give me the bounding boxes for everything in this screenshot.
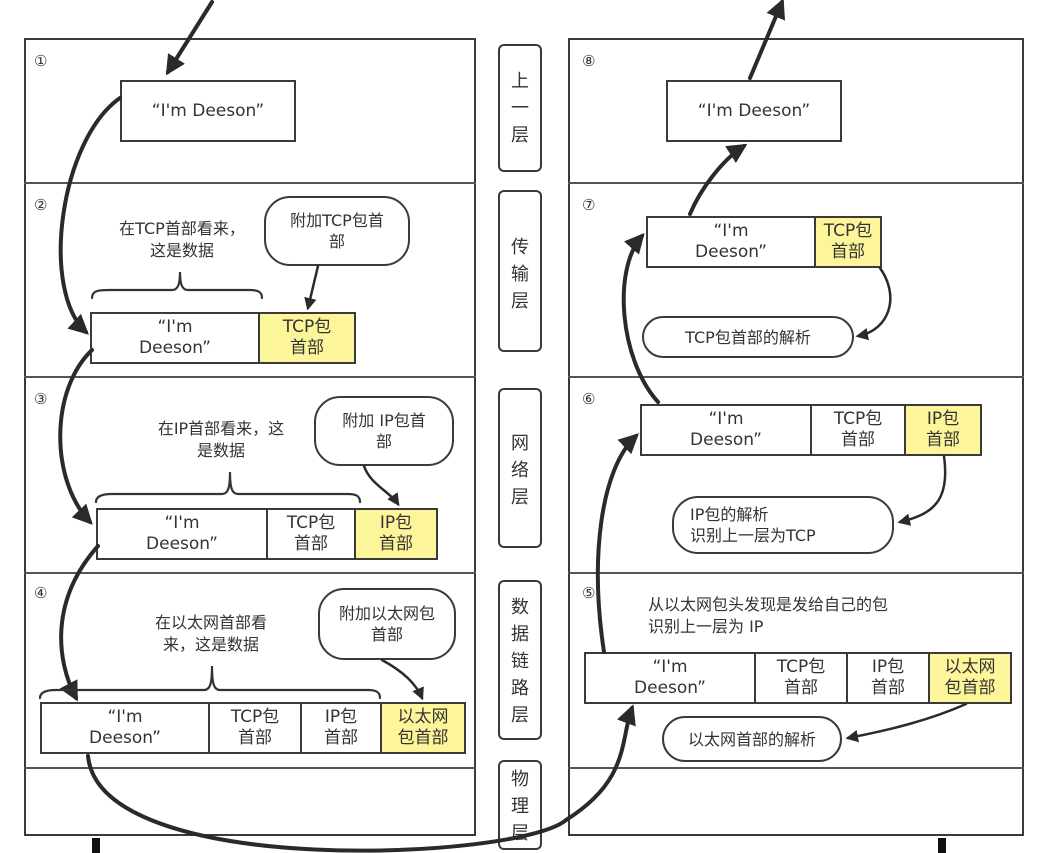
receive-ip-packet-tcp-header: TCP包 首部 <box>812 406 906 454</box>
send-ip-packet-data: “I'm Deeson” <box>98 510 268 558</box>
receive-divider-1 <box>568 182 1024 184</box>
step-4: ④ <box>34 584 48 602</box>
layer-network-char-3: 层 <box>511 487 529 508</box>
receive-eth-packet-eth-header: 以太网 包首部 <box>930 654 1010 702</box>
layer-datalink-char-4: 路 <box>511 678 529 699</box>
send-divider-3 <box>24 572 476 574</box>
layer-physical-char-1: 物 <box>511 769 529 790</box>
receive-ip-packet-data: “I'm Deeson” <box>642 406 812 454</box>
layer-network: 网 络 层 <box>498 388 542 548</box>
step-6: ⑥ <box>582 390 596 408</box>
send-divider-1 <box>24 182 476 184</box>
receive-divider-4 <box>568 767 1024 769</box>
send-ip-note: 在IP首部看来，这 是数据 <box>157 419 285 460</box>
receive-tcp-packet-tcp-header: TCP包 首部 <box>816 218 880 266</box>
receive-tcp-parse: TCP包首部的解析 <box>642 316 854 358</box>
receive-eth-note: 从以太网包头发现是发给自己的包 识别上一层为 IP <box>648 595 889 636</box>
layer-network-char-2: 络 <box>511 460 529 481</box>
send-ip-packet-tcp-header: TCP包 首部 <box>268 510 356 558</box>
send-ip-packet: “I'm Deeson” TCP包 首部 IP包 首部 <box>96 508 438 560</box>
layer-physical: 物 理 层 <box>498 760 542 850</box>
receive-divider-2 <box>568 376 1024 378</box>
send-message: “I'm Deeson” <box>120 80 296 142</box>
step-1: ① <box>34 52 48 70</box>
send-eth-packet-eth-header: 以太网 包首部 <box>382 704 464 752</box>
send-divider-2 <box>24 376 476 378</box>
layer-datalink: 数 据 链 路 层 <box>498 580 542 740</box>
receive-ip-packet: “I'm Deeson” TCP包 首部 IP包 首部 <box>640 404 982 456</box>
send-tcp-packet: “I'm Deeson” TCP包 首部 <box>90 312 356 364</box>
layer-upper-char-1: 上 <box>511 71 529 92</box>
layer-upper-char-2: 一 <box>511 98 529 119</box>
send-tcp-bubble: 附加TCP包首 部 <box>264 196 410 266</box>
layer-datalink-char-3: 链 <box>511 651 529 672</box>
layer-physical-char-2: 理 <box>511 796 529 817</box>
layer-network-char-1: 网 <box>511 433 529 454</box>
layer-upper-char-3: 层 <box>511 125 529 146</box>
send-eth-packet: “I'm Deeson” TCP包 首部 IP包 首部 以太网 包首部 <box>40 702 466 754</box>
step-5: ⑤ <box>582 584 596 602</box>
send-eth-note: 在以太网首部看 来，这是数据 <box>154 613 267 654</box>
send-tcp-packet-data: “I'm Deeson” <box>92 314 260 362</box>
layer-transport-char-2: 输 <box>511 264 529 285</box>
send-eth-packet-data: “I'm Deeson” <box>42 704 210 752</box>
receive-eth-packet-data: “I'm Deeson” <box>586 654 756 702</box>
receive-ip-parse: IP包的解析 识别上一层为TCP <box>672 496 894 554</box>
send-divider-4 <box>24 767 476 769</box>
send-eth-packet-tcp-header: TCP包 首部 <box>210 704 302 752</box>
step-7: ⑦ <box>582 196 596 214</box>
layer-transport-char-3: 层 <box>511 291 529 312</box>
layer-datalink-char-1: 数 <box>511 597 529 618</box>
layer-datalink-char-2: 据 <box>511 624 529 645</box>
layer-transport: 传 输 层 <box>498 190 542 352</box>
receive-eth-packet-tcp-header: TCP包 首部 <box>756 654 848 702</box>
right-post <box>938 838 946 853</box>
send-tcp-packet-tcp-header: TCP包 首部 <box>260 314 354 362</box>
receive-eth-packet: “I'm Deeson” TCP包 首部 IP包 首部 以太网 包首部 <box>584 652 1012 704</box>
left-post <box>92 838 100 853</box>
layer-datalink-char-5: 层 <box>511 705 529 726</box>
send-ip-bubble: 附加 IP包首 部 <box>314 396 454 466</box>
send-eth-packet-ip-header: IP包 首部 <box>302 704 382 752</box>
layer-upper: 上 一 层 <box>498 44 542 172</box>
step-8: ⑧ <box>582 52 596 70</box>
receive-divider-3 <box>568 572 1024 574</box>
receive-message: “I'm Deeson” <box>666 80 842 142</box>
layer-physical-char-3: 层 <box>511 823 529 844</box>
receive-eth-parse: 以太网首部的解析 <box>662 716 842 762</box>
send-tcp-note: 在TCP首部看来， 这是数据 <box>119 219 245 260</box>
receive-tcp-packet: “I'm Deeson” TCP包 首部 <box>646 216 882 268</box>
step-3: ③ <box>34 390 48 408</box>
step-2: ② <box>34 196 48 214</box>
send-ip-packet-ip-header: IP包 首部 <box>356 510 436 558</box>
receive-eth-packet-ip-header: IP包 首部 <box>848 654 930 702</box>
receive-ip-packet-ip-header: IP包 首部 <box>906 406 980 454</box>
layer-transport-char-1: 传 <box>511 237 529 258</box>
send-eth-bubble: 附加以太网包 首部 <box>318 588 456 660</box>
receive-tcp-packet-data: “I'm Deeson” <box>648 218 816 266</box>
